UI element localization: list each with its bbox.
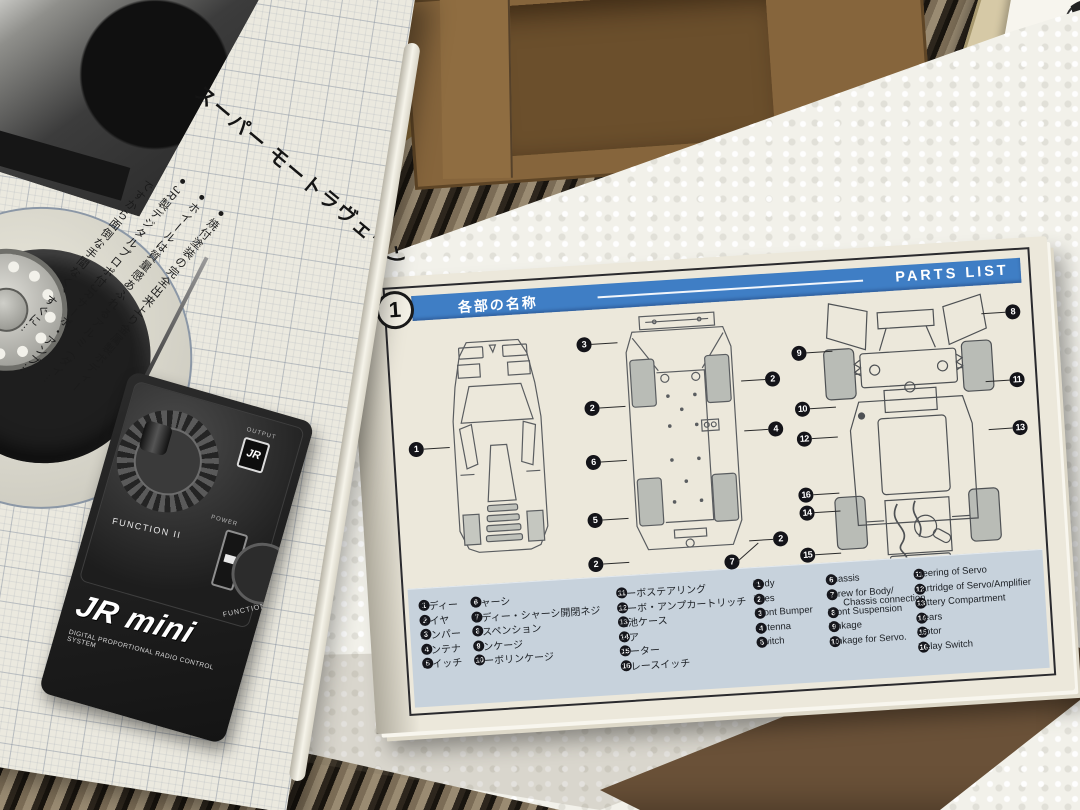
rc-car-photo-detail [0,107,130,200]
product-headline: スーパー モートラヴェーン [190,82,412,273]
callout-12: 12 [796,431,813,448]
booklet-right-page: 1 各部の名称 PARTS LIST [348,236,1076,735]
callout-8: 8 [1004,303,1021,320]
callout-2c: 2 [764,371,781,387]
mechanical-chassis-diagram [823,293,1002,571]
callout-3: 3 [576,336,592,353]
callout-15: 15 [799,547,816,564]
callout-1: 1 [408,441,425,458]
callout-11: 11 [1009,371,1026,388]
callout-5: 5 [587,512,604,529]
callout-6: 6 [585,454,602,471]
callout-9: 9 [791,345,807,362]
cardboard-box-flap [439,0,513,179]
parts-list-panel: 各部の名称 PARTS LIST [382,247,1057,716]
callout-10: 10 [794,401,811,418]
callout-2b: 2 [587,556,604,573]
diagram-area: 1 3 2 6 5 2 2 4 2 7 9 10 12 16 14 15 8 1… [387,285,1046,587]
callout-4: 4 [767,420,784,437]
callout-2d: 2 [772,530,789,547]
section-title-jp: 各部の名称 [457,294,539,316]
section-title-en: PARTS LIST [894,262,1010,286]
callout-16: 16 [797,487,814,504]
callout-13: 13 [1012,419,1029,436]
body-top-view-diagram [452,338,549,553]
chassis-plan-diagram [625,311,743,551]
callout-14: 14 [799,505,816,522]
callout-2a: 2 [584,400,601,417]
